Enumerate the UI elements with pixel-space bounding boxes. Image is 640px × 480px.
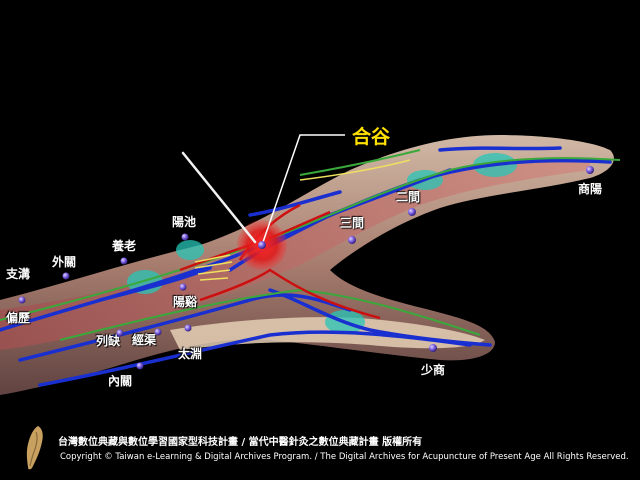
point-label-erjian: 二間 — [396, 190, 421, 204]
marker-waiguan — [62, 272, 70, 280]
marker-shangyang — [586, 166, 594, 174]
ligament-fibers — [194, 159, 411, 281]
point-label-neiguan: 內關 — [108, 374, 133, 388]
marker-hegu — [258, 241, 266, 249]
marker-taiyuan — [184, 324, 192, 332]
footer-copyright-en: Copyright © Taiwan e-Learning & Digital … — [60, 452, 629, 462]
point-label-yangchi: 陽池 — [172, 215, 197, 229]
marker-yanglao — [120, 257, 128, 265]
green-nerves — [0, 149, 621, 341]
point-label-shaoshang: 少商 — [421, 363, 446, 377]
point-label-yanglao: 養老 — [112, 239, 137, 253]
marker-yangxi — [179, 283, 187, 291]
taiwan-island-icon — [26, 426, 43, 470]
point-label-jingqu: 經渠 — [132, 333, 157, 347]
point-label-yangxi: 陽谿 — [173, 295, 198, 309]
point-label-taiyuan: 太淵 — [178, 347, 203, 361]
marker-erjian — [408, 208, 416, 216]
hegu-pointer-line — [261, 134, 345, 246]
marker-zhigou — [18, 296, 26, 304]
marker-neiguan — [136, 362, 144, 370]
point-label-lieque: 列缺 — [96, 334, 121, 348]
acupoint-markers — [18, 166, 594, 370]
point-label-sanjian: 三間 — [340, 216, 365, 230]
hegu-label: 合谷 — [352, 126, 391, 148]
point-label-shangyang: 商陽 — [578, 182, 603, 196]
point-label-zhigou: 支溝 — [6, 267, 31, 281]
acupuncture-needle — [181, 151, 257, 244]
marker-lieque — [116, 329, 124, 337]
marker-yangchi — [181, 233, 189, 241]
marker-jingqu — [154, 328, 162, 336]
footer-copyright-cn: 台灣數位典藏與數位學習國家型科技計畫 / 當代中醫針灸之數位典藏計畫 版權所有 — [58, 437, 423, 448]
point-label-waiguan: 外關 — [52, 255, 77, 269]
marker-shaoshang — [429, 344, 437, 352]
marker-sanjian — [348, 236, 356, 244]
point-label-pianli: 偏歷 — [6, 311, 31, 325]
